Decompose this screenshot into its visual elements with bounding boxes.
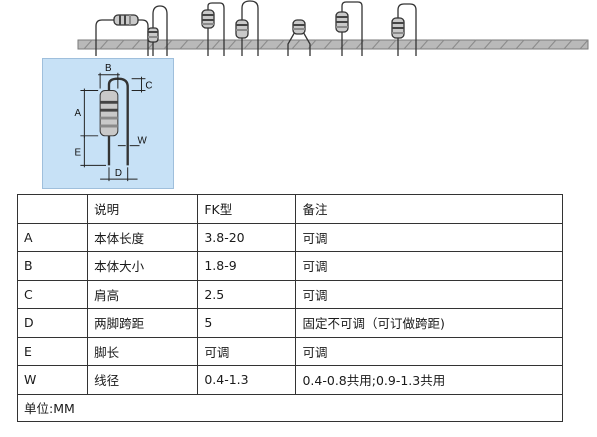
table-cell: 两脚跨距 xyxy=(87,308,199,338)
table-cell: 0.4-1.3 xyxy=(197,365,297,395)
table-cell: 1.8-9 xyxy=(197,251,297,281)
label-a: A xyxy=(75,108,82,119)
resistor-3 xyxy=(201,2,225,56)
table-cell: 5 xyxy=(197,308,297,338)
header-cell: 说明 xyxy=(87,194,199,224)
table-cell: 2.5 xyxy=(197,279,297,309)
table-cell: 可调 xyxy=(295,222,563,252)
table-cell: 可调 xyxy=(295,251,563,281)
resistor-body xyxy=(99,90,119,137)
label-e: E xyxy=(75,148,82,159)
table-cell: 可调 xyxy=(295,336,563,366)
table-cell: 0.4-0.8共用;0.9-1.3共用 xyxy=(295,365,563,395)
table-cell: C xyxy=(16,279,89,309)
table-row: E 脚长 可调 可调 xyxy=(16,336,563,366)
table-cell: 线径 xyxy=(87,365,199,395)
table-row: A 本体长度 3.8-20 可调 xyxy=(16,222,563,252)
table-footer-row: 单位:MM xyxy=(17,393,563,422)
resistor-4 xyxy=(235,0,259,56)
table-cell: W xyxy=(16,365,89,395)
label-w: W xyxy=(138,136,148,147)
table-row: W 线径 0.4-1.3 0.4-0.8共用;0.9-1.3共用 xyxy=(16,365,563,395)
dimension-diagram: B C A E W D xyxy=(42,58,174,189)
table-cell: 肩高 xyxy=(87,279,199,309)
header-cell: FK型 xyxy=(197,194,297,224)
label-b: B xyxy=(105,63,112,74)
circuit-board xyxy=(77,39,589,50)
header-cell xyxy=(16,194,89,224)
table-cell: D xyxy=(16,308,89,338)
unit-note: 单位:MM xyxy=(17,393,563,422)
header-cell: 备注 xyxy=(295,194,563,224)
resistor-6 xyxy=(335,1,363,56)
table-cell: E xyxy=(16,336,89,366)
spec-table: 说明 FK型 备注 A 本体长度 3.8-20 可调 B 本体大小 1.8-9 … xyxy=(16,194,563,422)
table-header-row: 说明 FK型 备注 xyxy=(16,194,563,224)
table-cell: 本体大小 xyxy=(87,251,199,281)
table-cell: A xyxy=(16,222,89,252)
resistor-5 xyxy=(287,19,311,56)
table-cell: 可调 xyxy=(295,279,563,309)
table-cell: 脚长 xyxy=(87,336,199,366)
table-row: D 两脚跨距 5 固定不可调（可订做跨距) xyxy=(16,308,563,338)
table-cell: 本体长度 xyxy=(87,222,199,252)
resistor-1 xyxy=(95,14,149,56)
label-d: D xyxy=(115,168,122,179)
mounted-resistors-illustration xyxy=(77,0,589,56)
table-row: B 本体大小 1.8-9 可调 xyxy=(16,251,563,281)
label-c: C xyxy=(145,81,152,92)
table-cell: 固定不可调（可订做跨距) xyxy=(295,308,563,338)
resistor-7 xyxy=(391,3,417,56)
table-row: C 肩高 2.5 可调 xyxy=(16,279,563,309)
table-cell: B xyxy=(16,251,89,281)
table-cell: 3.8-20 xyxy=(197,222,297,252)
resistor-2 xyxy=(147,5,168,56)
table-cell: 可调 xyxy=(197,336,297,366)
